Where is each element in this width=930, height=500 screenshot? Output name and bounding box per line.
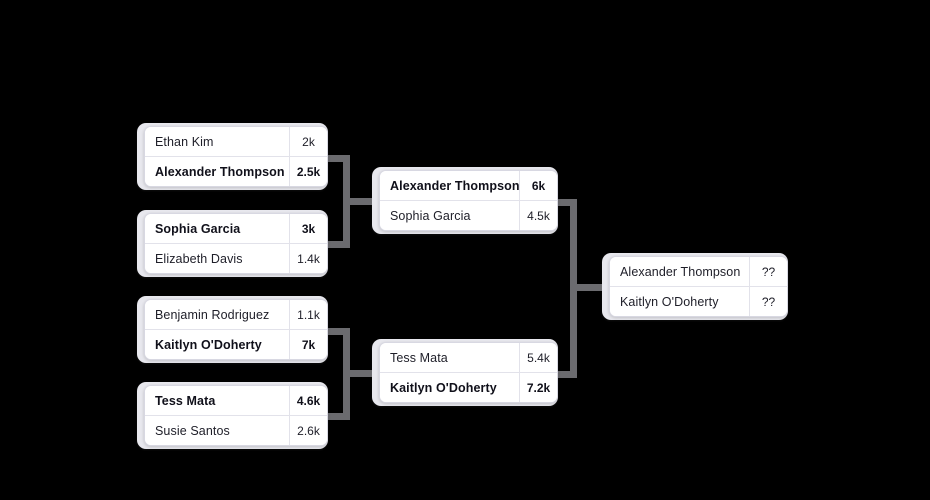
player-name: Alexander Thompson <box>390 178 519 193</box>
connector-r2-m2-stub <box>558 371 577 378</box>
match-row[interactable]: Susie Santos 2.6k <box>145 415 327 445</box>
player-score: 2.5k <box>289 157 327 186</box>
match-row[interactable]: Benjamin Rodriguez 1.1k <box>145 300 327 329</box>
match-row[interactable]: Tess Mata 4.6k <box>145 386 327 415</box>
connector-r1-pair1-vert <box>343 155 350 248</box>
connector-r2-pair-vert <box>570 199 577 378</box>
match-row[interactable]: Ethan Kim 2k <box>145 127 327 156</box>
player-score: 7.2k <box>519 373 557 402</box>
player-name: Benjamin Rodriguez <box>155 307 270 322</box>
connector-r2-m1-stub <box>558 199 577 206</box>
match-row[interactable]: Alexander Thompson 2.5k <box>145 156 327 186</box>
player-name: Alexander Thompson <box>155 164 285 179</box>
player-score: 2k <box>289 127 327 156</box>
match-row[interactable]: Alexander Thompson?? <box>610 257 787 286</box>
connector-r1-m2-stub <box>328 241 350 248</box>
connector-r1-pair2-out <box>343 370 372 377</box>
match-row[interactable]: Sophia Garcia 3k <box>145 214 327 243</box>
player-score: 3k <box>289 214 327 243</box>
player-score: 4.6k <box>289 386 327 415</box>
player-score: 6k <box>519 171 557 200</box>
player-score: ?? <box>749 257 787 286</box>
connector-r1-m4-stub <box>328 413 350 420</box>
player-score: ?? <box>749 287 787 316</box>
player-name: Sophia Garcia <box>155 221 241 236</box>
match-inner-final-m1: Alexander Thompson??Kaitlyn O'Doherty?? <box>609 256 788 317</box>
player-name: Tess Mata <box>155 393 216 408</box>
player-name: Kaitlyn O'Doherty <box>155 337 262 352</box>
player-name: Sophia Garcia <box>390 208 471 223</box>
connector-r1-pair1-out <box>343 198 372 205</box>
player-name: Alexander Thompson <box>620 264 741 279</box>
player-name: Tess Mata <box>390 350 448 365</box>
connector-r1-m1-stub <box>328 155 350 162</box>
player-name: Susie Santos <box>155 423 230 438</box>
player-score: 7k <box>289 330 327 359</box>
match-row[interactable]: Kaitlyn O'Doherty?? <box>610 286 787 316</box>
player-score: 5.4k <box>519 343 557 372</box>
match-row[interactable]: Elizabeth Davis 1.4k <box>145 243 327 273</box>
player-score: 1.4k <box>289 244 327 273</box>
match-row[interactable]: Sophia Garcia 4.5k <box>380 200 557 230</box>
match-row[interactable]: Kaitlyn O'Doherty 7k <box>145 329 327 359</box>
match-card-final-m1[interactable]: Alexander Thompson??Kaitlyn O'Doherty?? <box>602 253 788 320</box>
player-name: Elizabeth Davis <box>155 251 243 266</box>
player-score: 1.1k <box>289 300 327 329</box>
connector-r1-pair2-vert <box>343 328 350 420</box>
match-row[interactable]: Kaitlyn O'Doherty 7.2k <box>380 372 557 402</box>
player-score: 2.6k <box>289 416 327 445</box>
player-score: 4.5k <box>519 201 557 230</box>
connector-r1-m3-stub <box>328 328 350 335</box>
match-row[interactable]: Tess Mata 5.4k <box>380 343 557 372</box>
player-name: Kaitlyn O'Doherty <box>620 294 719 309</box>
player-name: Ethan Kim <box>155 134 214 149</box>
player-name: Kaitlyn O'Doherty <box>390 380 497 395</box>
connector-r2-pair-out <box>570 284 602 291</box>
